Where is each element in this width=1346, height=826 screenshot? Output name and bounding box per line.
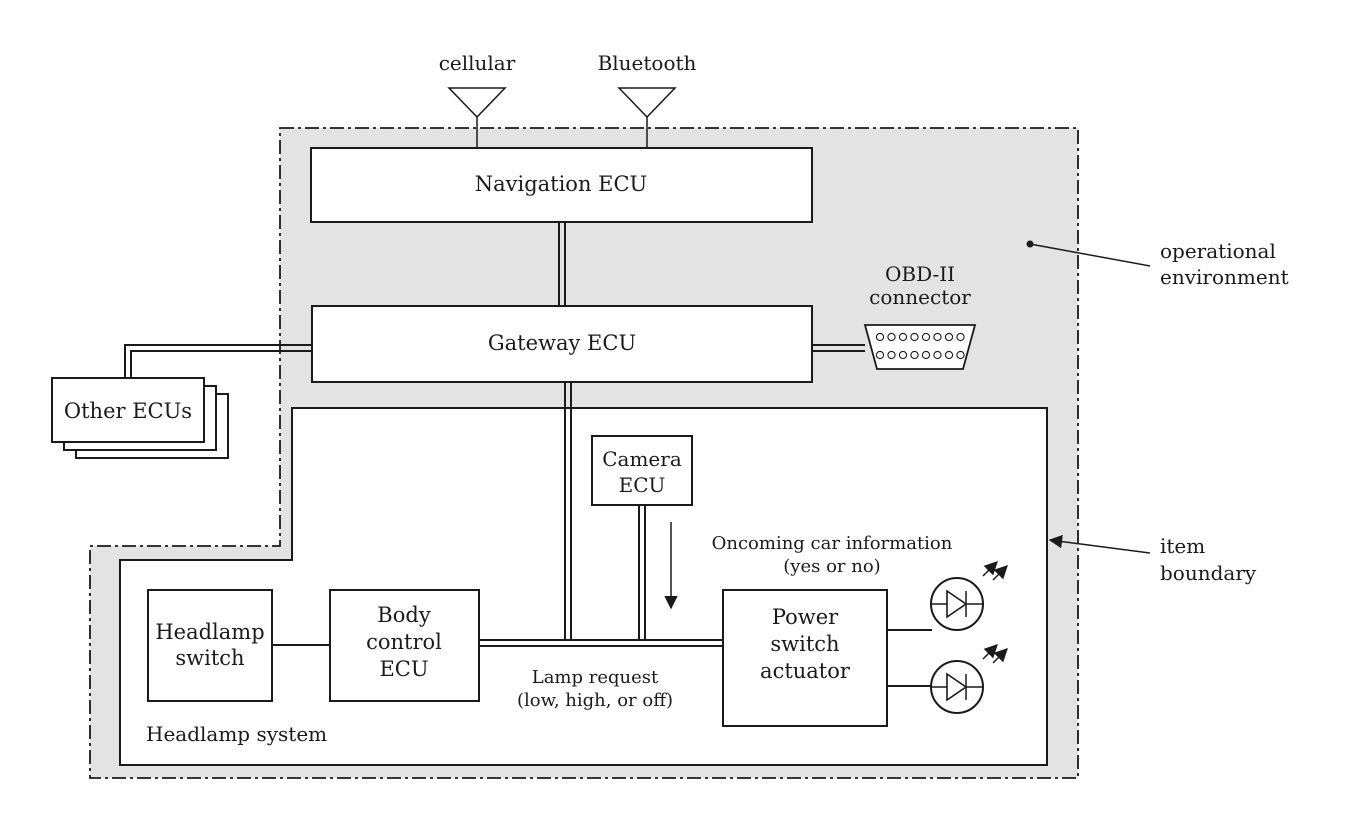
obd-pin xyxy=(956,350,965,360)
headlamp-switch-label-line2: switch xyxy=(175,646,244,670)
obd-pin xyxy=(921,332,931,342)
body-control-ecu-label-line3: ECU xyxy=(379,657,428,681)
item-boundary-region xyxy=(119,407,1048,766)
body-control-ecu-box: Body control ECU xyxy=(329,589,480,702)
camera-bus-link xyxy=(638,505,646,640)
lamp-request-label-line2: (low, high, or off) xyxy=(517,690,673,711)
obd-pin xyxy=(921,350,931,360)
headlamp-led-icon xyxy=(930,644,1008,714)
body-control-ecu-label-line2: control xyxy=(366,630,442,654)
power-switch-actuator-box: Power switch actuator xyxy=(722,589,888,727)
obd-pin xyxy=(887,332,896,342)
navigation-ecu-box: Navigation ECU xyxy=(310,147,813,223)
obd-pin xyxy=(898,350,908,360)
obd-pin xyxy=(875,350,885,360)
obd-pin xyxy=(933,332,942,342)
obd-pin xyxy=(933,350,942,360)
cellular-antenna xyxy=(447,87,507,148)
headlamp-switch-box: Headlamp switch xyxy=(147,589,273,702)
headlamp-led-icon xyxy=(930,561,1008,631)
obd-pin xyxy=(910,350,919,360)
headlamp-switch-label-line1: Headlamp xyxy=(155,620,264,644)
obd-pin xyxy=(944,332,954,342)
body-control-ecu-label-line1: Body xyxy=(377,603,431,627)
obd-ii-label-line2: connector xyxy=(869,285,971,309)
gateway-other-ecus-link xyxy=(124,344,312,382)
power-switch-actuator-label-line2: switch xyxy=(770,632,839,656)
gateway-obd-link xyxy=(812,344,865,352)
camera-ecu-label-line2: ECU xyxy=(619,473,666,497)
operational-environment-label-line1: operational xyxy=(1160,239,1276,263)
lamp-request-label-line1: Lamp request xyxy=(532,667,659,688)
camera-ecu-box: Camera ECU xyxy=(591,435,693,506)
lamp-request-bus xyxy=(479,639,723,647)
power-switch-actuator-label-line3: actuator xyxy=(760,659,851,683)
camera-ecu-label-line1: Camera xyxy=(602,447,682,471)
obd-pin xyxy=(875,332,885,342)
item-boundary-leader xyxy=(1048,534,1151,554)
obd-pin xyxy=(944,350,954,360)
other-ecus-label: Other ECUs xyxy=(64,399,192,423)
bluetooth-antenna xyxy=(617,87,677,148)
oncoming-car-label-line1: Oncoming car information xyxy=(712,533,953,554)
power-switch-actuator-label-line1: Power xyxy=(772,605,839,629)
headlamp-system-label: Headlamp system xyxy=(146,722,327,746)
obd-pin xyxy=(910,332,919,342)
operational-environment-leader xyxy=(1029,243,1151,267)
bluetooth-label: Bluetooth xyxy=(598,51,697,75)
obd-ii-label-line1: OBD-II xyxy=(885,262,955,286)
gateway-ecu-box: Gateway ECU xyxy=(311,305,813,383)
item-boundary-label-line2: boundary xyxy=(1160,561,1257,585)
gateway-ecu-label: Gateway ECU xyxy=(488,331,636,355)
obd-ii-connector xyxy=(863,324,977,370)
item-boundary-label-line1: item xyxy=(1160,534,1205,558)
obd-pin xyxy=(898,332,908,342)
cellular-label: cellular xyxy=(439,51,516,75)
navigation-ecu-label: Navigation ECU xyxy=(475,172,648,196)
operational-environment-label-line2: environment xyxy=(1160,265,1289,289)
obd-pin xyxy=(956,332,965,342)
oncoming-car-label-line2: (yes or no) xyxy=(783,556,880,577)
gateway-bus-link xyxy=(564,382,572,640)
obd-pin xyxy=(887,350,896,360)
other-ecus-stack: Other ECUs xyxy=(51,377,229,459)
nav-gateway-link xyxy=(558,222,566,306)
